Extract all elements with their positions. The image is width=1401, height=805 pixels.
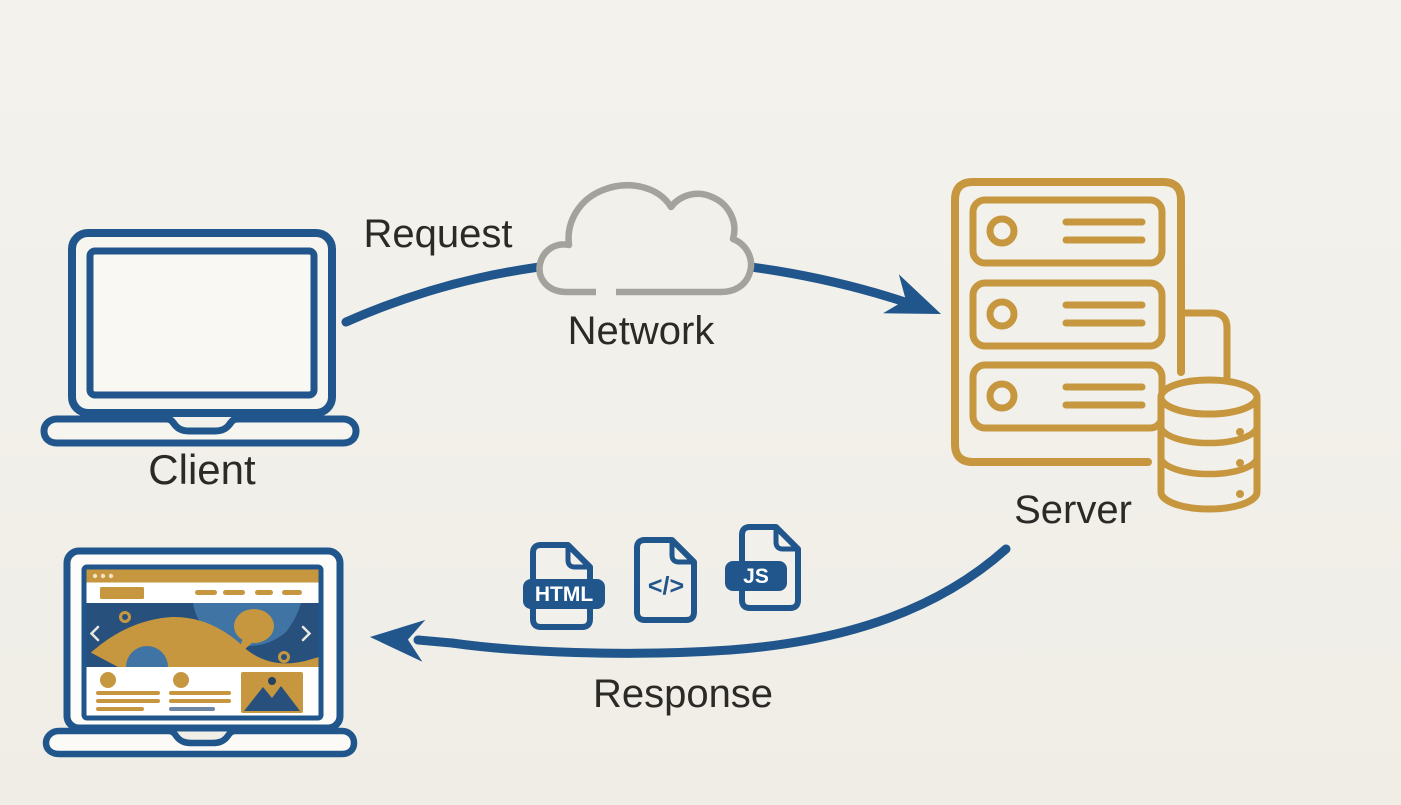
- hero-banner: [86, 603, 319, 667]
- cloud-bottom-gap: [596, 284, 616, 300]
- power-led-icon: [986, 298, 1018, 330]
- server-label: Server: [1014, 488, 1132, 532]
- js-file-icon: JS: [725, 524, 801, 611]
- bay-outline: [969, 279, 1166, 350]
- hero-dot-icon: [119, 611, 131, 623]
- server-bay-1: [969, 196, 1166, 267]
- power-led-icon: [986, 380, 1018, 412]
- request-arrowhead-icon: [883, 274, 941, 314]
- image-card: [241, 672, 303, 713]
- code-file-icon: </>: [634, 537, 697, 623]
- response-label: Response: [593, 672, 773, 716]
- db-band: [1157, 422, 1261, 447]
- bubble-tail: [237, 638, 253, 656]
- file-fold-corner: [773, 525, 800, 552]
- speech-bubble-icon: [234, 609, 274, 656]
- nav-menu-item: [195, 590, 217, 595]
- text-line: [96, 707, 144, 711]
- bay-outline: [969, 196, 1166, 267]
- nav-menu-item: [282, 590, 302, 595]
- article-column: [96, 672, 160, 711]
- database-icon: [1157, 376, 1261, 513]
- db-dot: [1236, 428, 1244, 436]
- response-arrow: [370, 544, 1011, 662]
- js-badge: [725, 561, 787, 591]
- db-dot: [1236, 490, 1244, 498]
- text-line: [96, 699, 160, 703]
- client-label: Client: [148, 446, 256, 493]
- db-body: [1157, 393, 1261, 513]
- server-bay-3: [969, 361, 1166, 432]
- sun-dot-icon: [268, 677, 276, 685]
- power-led-icon: [986, 215, 1018, 247]
- laptop-base: [40, 415, 360, 447]
- code-glyph: </>: [648, 572, 684, 600]
- db-dot: [1236, 459, 1244, 467]
- carousel-prev-icon: [89, 625, 100, 642]
- laptop-screen: [86, 247, 318, 399]
- response-arrow-shaft: [413, 544, 1011, 658]
- html-badge-label: HTML: [535, 583, 593, 606]
- bay-outline: [969, 361, 1166, 432]
- laptop-base: [42, 727, 358, 758]
- article-avatar: [173, 672, 189, 688]
- js-badge-label: JS: [743, 565, 769, 588]
- html-file-icon: HTML: [523, 542, 605, 630]
- network-cloud-icon: [536, 182, 755, 300]
- hero-halfcircle-shape: [126, 646, 168, 667]
- browser-laptop-icon: [42, 547, 358, 758]
- text-line: [169, 707, 215, 711]
- server-bay-2: [969, 279, 1166, 350]
- window-dot-icon: [108, 573, 114, 579]
- site-logo: [100, 587, 144, 599]
- article-avatar: [100, 672, 116, 688]
- request-label: Request: [364, 212, 513, 256]
- db-top: [1157, 376, 1261, 418]
- hero-dot-icon: [278, 651, 290, 663]
- browser-titlebar: [86, 569, 319, 583]
- carousel-next-icon: [301, 625, 312, 642]
- response-arrowhead-icon: [370, 619, 426, 662]
- cloud-outline: [536, 182, 755, 296]
- text-line: [169, 699, 231, 703]
- file-fold-corner: [565, 543, 592, 570]
- nav-menu-item: [255, 590, 273, 595]
- html-badge: [523, 579, 605, 609]
- db-band: [1157, 453, 1261, 478]
- server-chassis: [951, 178, 1185, 466]
- bubble-body: [234, 609, 274, 643]
- mountain-icon: [244, 686, 300, 711]
- network-label: Network: [568, 309, 716, 353]
- text-line: [96, 691, 160, 695]
- nav-menu-item: [223, 590, 245, 595]
- window-dot-icon: [100, 573, 106, 579]
- client-laptop-icon: [40, 229, 360, 447]
- db-connector-line: [1177, 309, 1231, 386]
- hero-corner-shape: [86, 650, 118, 667]
- window-dot-icon: [92, 573, 98, 579]
- browser-navbar: [100, 587, 302, 599]
- file-fold-corner: [669, 538, 696, 565]
- article-column: [169, 672, 231, 711]
- text-line: [169, 691, 231, 695]
